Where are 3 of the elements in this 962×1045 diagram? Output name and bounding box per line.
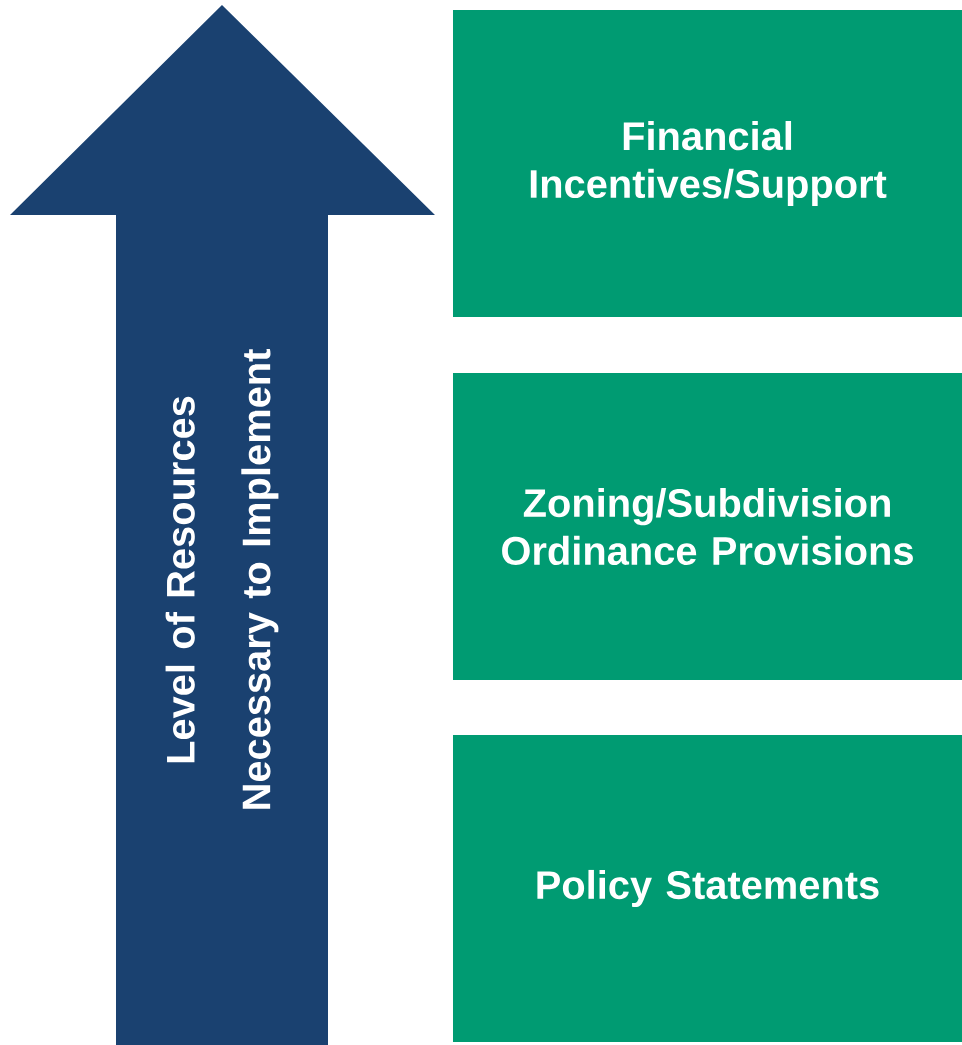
category-box: Zoning/Subdivision Ordinance Provisions <box>453 373 962 680</box>
category-box: Policy Statements <box>453 735 962 1042</box>
category-box: Financial Incentives/Support <box>453 10 962 317</box>
